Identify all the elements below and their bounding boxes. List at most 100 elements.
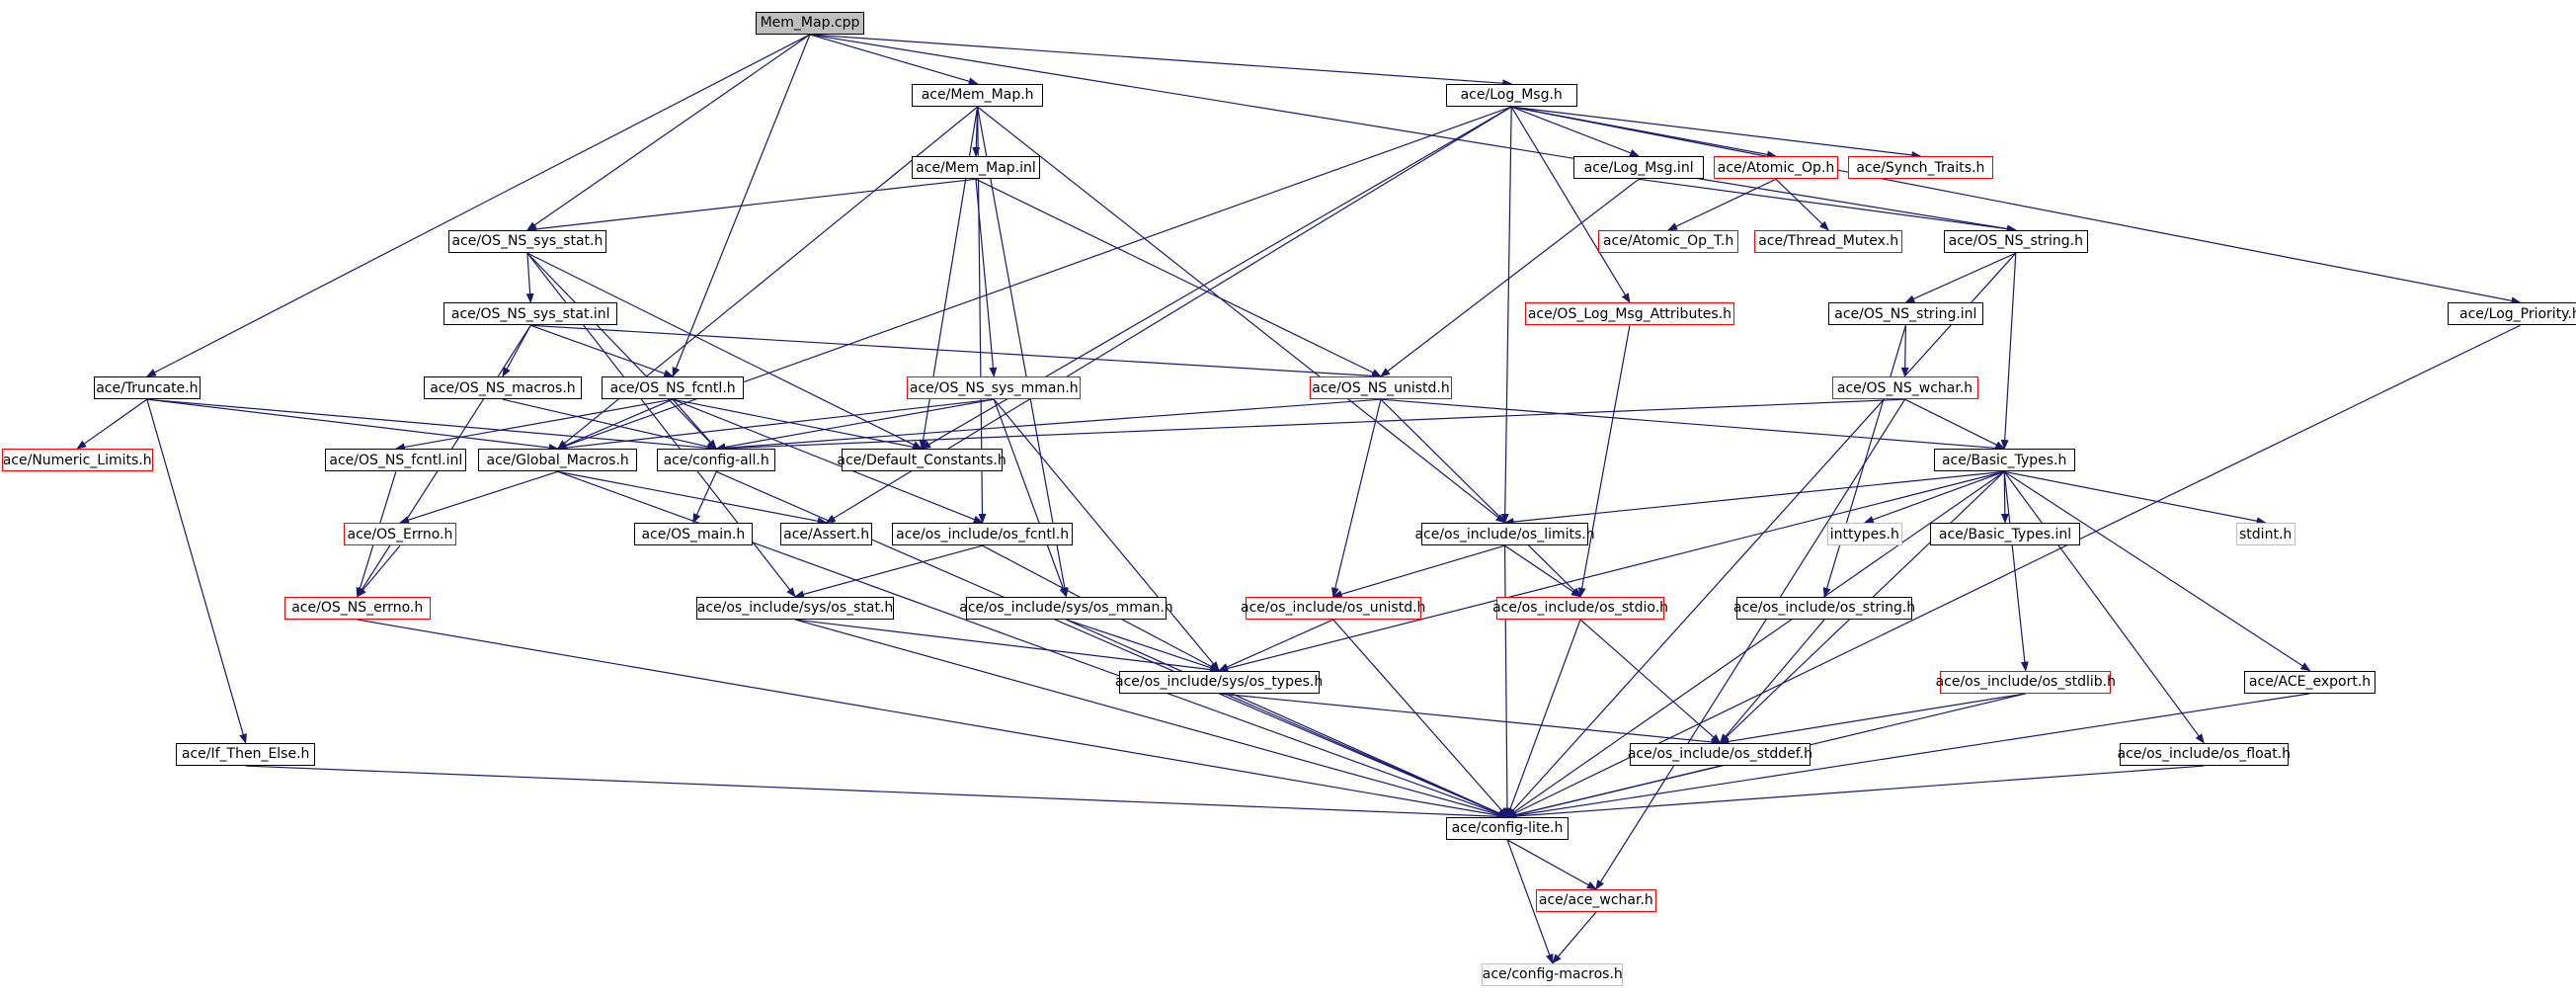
node-log-msg-inl[interactable]: ace/Log_Msg.inl <box>1573 156 1704 180</box>
node-os-ns-sys-stat-inl[interactable]: ace/OS_NS_sys_stat.inl <box>443 302 618 326</box>
node-os-include-os-stdio-h[interactable]: ace/os_include/os_stdio.h <box>1492 596 1668 621</box>
node-atomic-op-h[interactable]: ace/Atomic_Op.h <box>1713 156 1839 180</box>
edge-if-then-else-h-to-config-lite-h <box>245 765 1509 821</box>
node-os-ns-sys-mman-h[interactable]: ace/OS_NS_sys_mman.h <box>907 375 1082 400</box>
node-basic-types-h[interactable]: ace/Basic_Types.h <box>1933 449 2075 472</box>
node-os-ns-sys-stat-h[interactable]: ace/OS_NS_sys_stat.h <box>448 229 606 254</box>
node-mem-map-h[interactable]: ace/Mem_Map.h <box>912 83 1044 108</box>
edge-os-include-os-string-h-to-os-include-os-stddef-h <box>1719 619 1825 744</box>
node-os-include-os-string-h[interactable]: ace/os_include/os_string.h <box>1733 596 1915 621</box>
edge-global-macros-h-to-os-errno-h <box>399 470 558 524</box>
edge-os-ns-sys-stat-h-to-os-ns-sys-stat-inl <box>525 253 534 304</box>
node-synch-traits-h[interactable]: ace/Synch_Traits.h <box>1848 156 1993 180</box>
edge-mem-map-cpp-to-mem-map-h <box>809 34 979 86</box>
edge-os-include-sys-os-stat-h-to-os-include-sys-os-types-h <box>794 619 1221 674</box>
node-os-include-os-fcntl-h[interactable]: ace/os_include/os_fcntl.h <box>892 522 1074 546</box>
edge-global-macros-h-to-assert-h <box>557 470 828 526</box>
edge-mem-map-cpp-to-os-ns-sys-stat-h <box>526 34 811 231</box>
node-atomic-op-t-h[interactable]: ace/Atomic_Op_T.h <box>1598 229 1738 254</box>
edge-os-ns-sys-stat-inl-to-os-ns-macros-h <box>502 325 531 377</box>
edge-log-msg-h-to-synch-traits-h <box>1511 106 1922 159</box>
edge-os-include-sys-os-mman-h-to-config-lite-h <box>1066 619 1508 818</box>
node-inttypes-h[interactable]: inttypes.h <box>1826 522 1903 546</box>
edge-log-priority-h-to-config-lite-h <box>1506 324 2521 818</box>
edge-mem-map-cpp-to-log-msg-h <box>809 34 1513 88</box>
node-stdint-h[interactable]: stdint.h <box>2235 522 2295 546</box>
edge-mem-map-inl-to-os-ns-unistd-h <box>975 178 1382 377</box>
node-mem-map-cpp[interactable]: Mem_Map.cpp <box>756 11 864 35</box>
edge-truncate-h-to-if-then-else-h <box>146 399 248 744</box>
edge-truncate-h-to-numeric-limits-h <box>76 398 148 450</box>
edge-os-include-sys-os-stat-h-to-config-lite-h <box>794 619 1509 819</box>
edge-basic-types-h-to-os-include-os-stdlib-h <box>2003 471 2029 672</box>
edge-atomic-op-h-to-thread-mutex-h <box>1775 178 1829 231</box>
node-default-constants-h[interactable]: ace/Default_Constants.h <box>837 449 1006 472</box>
edge-os-ns-sys-stat-h-to-default-constants-h <box>526 252 923 450</box>
edge-basic-types-h-to-stdint-h <box>2004 470 2267 526</box>
edge-os-ns-unistd-h-to-os-include-os-stdio-h <box>1380 398 1581 598</box>
node-ace-wchar-h[interactable]: ace/ace_wchar.h <box>1536 888 1656 913</box>
edge-os-ns-wchar-h-to-basic-types-h <box>1904 398 2006 450</box>
node-os-log-msg-attributes-h[interactable]: ace/OS_Log_Msg_Attributes.h <box>1524 302 1735 326</box>
node-os-ns-fcntl-inl[interactable]: ace/OS_NS_fcntl.inl <box>325 449 467 472</box>
edge-os-ns-string-h-to-os-ns-string-inl <box>1904 252 2017 303</box>
node-os-ns-unistd-h[interactable]: ace/OS_NS_unistd.h <box>1309 375 1453 400</box>
edge-config-lite-h-to-config-macros-h <box>1506 839 1554 964</box>
edge-os-include-sys-os-types-h-to-os-include-os-stddef-h <box>1219 693 1722 746</box>
edge-basic-types-h-to-inttypes-h <box>1863 470 2005 524</box>
edge-config-all-h-to-os-main-h <box>692 471 717 524</box>
edge-os-log-msg-attributes-h-to-os-include-os-stdio-h <box>1577 325 1631 598</box>
edge-mem-map-inl-to-os-ns-sys-mman-h <box>975 179 998 377</box>
edge-os-ns-unistd-h-to-os-include-os-unistd-h <box>1330 399 1382 598</box>
edge-ace-export-h-to-config-lite-h <box>1506 693 2310 820</box>
node-os-ns-fcntl-h[interactable]: ace/OS_NS_fcntl.h <box>601 375 745 400</box>
edge-os-include-sys-os-mman-h-to-os-include-sys-os-types-h <box>1066 619 1221 672</box>
node-if-then-else-h[interactable]: ace/If_Then_Else.h <box>175 742 316 767</box>
edge-os-ns-wchar-h-to-ace-wchar-h <box>1595 398 1906 890</box>
node-log-priority-h[interactable]: ace/Log_Priority.h <box>2448 302 2576 326</box>
edge-mem-map-cpp-to-os-ns-string-h <box>809 34 2017 233</box>
edge-config-lite-h-to-ace-wchar-h <box>1506 839 1597 890</box>
node-os-include-sys-os-mman-h[interactable]: ace/os_include/sys/os_mman.h <box>959 596 1173 621</box>
node-os-include-sys-os-types-h[interactable]: ace/os_include/sys/os_types.h <box>1115 670 1323 694</box>
edge-basic-types-h-to-config-lite-h <box>1506 470 2005 818</box>
node-os-ns-wchar-h[interactable]: ace/OS_NS_wchar.h <box>1831 375 1978 400</box>
edge-atomic-op-h-to-atomic-op-t-h <box>1667 178 1777 231</box>
node-thread-mutex-h[interactable]: ace/Thread_Mutex.h <box>1754 229 1903 254</box>
edge-os-ns-sys-mman-h-to-global-macros-h <box>556 398 995 453</box>
edge-log-msg-h-to-os-log-msg-attributes-h <box>1510 106 1631 303</box>
node-truncate-h[interactable]: ace/Truncate.h <box>93 375 201 400</box>
node-os-include-os-float-h[interactable]: ace/os_include/os_float.h <box>2118 742 2291 767</box>
node-os-errno-h[interactable]: ace/OS_Errno.h <box>343 522 457 546</box>
node-global-macros-h[interactable]: ace/Global_Macros.h <box>478 449 638 472</box>
node-os-main-h[interactable]: ace/OS_main.h <box>634 522 753 546</box>
edge-os-include-os-unistd-h-to-os-include-sys-os-types-h <box>1218 619 1333 672</box>
node-os-include-os-stddef-h[interactable]: ace/os_include/os_stddef.h <box>1628 742 1812 767</box>
edge-os-include-os-stdio-h-to-config-lite-h <box>1506 619 1581 818</box>
edge-os-ns-sys-stat-h-to-config-all-h <box>526 252 717 450</box>
node-os-ns-errno-h[interactable]: ace/OS_NS_errno.h <box>283 596 431 621</box>
edge-mem-map-h-to-os-include-os-limits-h <box>977 106 1506 524</box>
node-os-include-os-limits-h[interactable]: ace/os_include/os_limits.h <box>1414 522 1595 546</box>
edge-os-errno-h-to-os-ns-errno-h <box>357 544 401 598</box>
node-ace-export-h[interactable]: ace/ACE_export.h <box>2244 670 2376 694</box>
edge-os-ns-fcntl-h-to-os-include-os-fcntl-h <box>672 398 984 524</box>
node-os-include-os-stdlib-h[interactable]: ace/os_include/os_stdlib.h <box>1936 670 2116 694</box>
node-config-macros-h[interactable]: ace/config-macros.h <box>1482 962 1624 986</box>
node-assert-h[interactable]: ace/Assert.h <box>780 522 873 546</box>
edge-os-ns-wchar-h-to-config-all-h <box>715 398 1905 453</box>
node-os-ns-string-h[interactable]: ace/OS_NS_string.h <box>1943 229 2088 254</box>
edge-os-ns-unistd-h-to-config-all-h <box>715 398 1382 453</box>
node-os-include-os-unistd-h[interactable]: ace/os_include/os_unistd.h <box>1241 596 1425 621</box>
node-log-msg-h[interactable]: ace/Log_Msg.h <box>1445 83 1577 108</box>
node-os-ns-string-inl[interactable]: ace/OS_NS_string.inl <box>1828 302 1983 326</box>
node-os-include-sys-os-stat-h[interactable]: ace/os_include/sys/os_stat.h <box>696 596 894 621</box>
edge-basic-types-h-to-os-include-os-limits-h <box>1503 470 2005 526</box>
node-numeric-limits-h[interactable]: ace/Numeric_Limits.h <box>1 449 153 472</box>
edge-os-ns-sys-stat-inl-to-os-ns-unistd-h <box>530 324 1382 380</box>
node-basic-types-inl[interactable]: ace/Basic_Types.inl <box>1930 522 2080 546</box>
node-config-lite-h[interactable]: ace/config-lite.h <box>1445 816 1570 840</box>
node-config-all-h[interactable]: ace/config-all.h <box>657 449 776 472</box>
node-os-ns-macros-h[interactable]: ace/OS_NS_macros.h <box>424 375 582 400</box>
node-mem-map-inl[interactable]: ace/Mem_Map.inl <box>912 156 1040 180</box>
